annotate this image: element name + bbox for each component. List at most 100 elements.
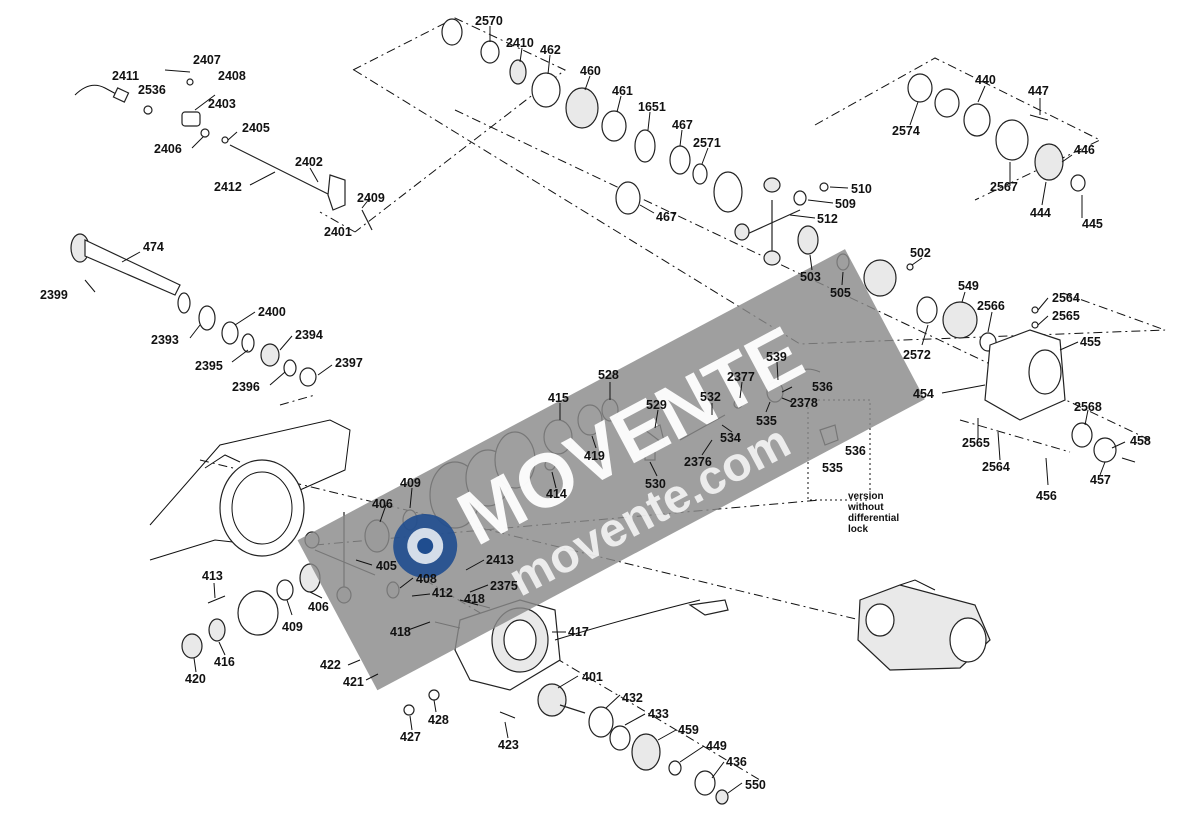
- callout-2396: 2396: [232, 380, 260, 394]
- callout-454: 454: [913, 387, 934, 401]
- note-line-1: version: [848, 491, 884, 502]
- lock-housing: [819, 306, 1136, 463]
- callout-457: 457: [1090, 473, 1111, 487]
- callout-459: 459: [678, 723, 699, 737]
- callout-512: 512: [817, 212, 838, 226]
- callout-408: 408: [416, 572, 437, 586]
- note-line-4: lock: [848, 524, 868, 535]
- callout-427: 427: [400, 730, 421, 744]
- version-note: version without differential lock: [847, 491, 899, 535]
- callout-535a: 535: [756, 414, 777, 428]
- upper-right-rings: [907, 73, 1086, 192]
- callout-444: 444: [1030, 206, 1051, 220]
- callout-415: 415: [548, 391, 569, 405]
- callout-446: 446: [1074, 143, 1095, 157]
- callout-2399: 2399: [40, 288, 68, 302]
- callout-401: 401: [582, 670, 603, 684]
- callout-422: 422: [320, 658, 341, 672]
- callout-405: 405: [376, 559, 397, 573]
- callout-455: 455: [1080, 335, 1101, 349]
- callout-2395: 2395: [195, 359, 223, 373]
- callout-418b: 418: [390, 625, 411, 639]
- callout-420: 420: [185, 672, 206, 686]
- callout-535b: 535: [822, 461, 843, 475]
- assembled-axle-view: [857, 579, 991, 671]
- watermark-band: [297, 249, 925, 691]
- callout-539: 539: [766, 350, 787, 364]
- callout-414: 414: [546, 487, 567, 501]
- watermark-logo: [393, 513, 458, 578]
- callout-2572: 2572: [903, 348, 931, 362]
- callout-421: 421: [343, 675, 364, 689]
- callout-2394: 2394: [295, 328, 323, 342]
- callout-503: 503: [800, 270, 821, 284]
- callout-502: 502: [910, 246, 931, 260]
- callout-509: 509: [835, 197, 856, 211]
- callout-2565b: 2565: [962, 436, 990, 450]
- note-line-3: differential: [848, 513, 899, 524]
- callout-416: 416: [214, 655, 235, 669]
- callout-2412: 2412: [214, 180, 242, 194]
- upper-row-parts: [441, 18, 743, 215]
- callout-433: 433: [648, 707, 669, 721]
- callout-461: 461: [612, 84, 633, 98]
- callout-2401: 2401: [324, 225, 352, 239]
- callout-2403: 2403: [208, 97, 236, 111]
- callout-423: 423: [498, 738, 519, 752]
- callout-2400: 2400: [258, 305, 286, 319]
- callout-2564a: 2564: [1052, 291, 1080, 305]
- callout-528: 528: [598, 368, 619, 382]
- callout-449: 449: [706, 739, 727, 753]
- callout-440: 440: [975, 73, 996, 87]
- callout-2568: 2568: [1074, 400, 1102, 414]
- callout-1651: 1651: [638, 100, 666, 114]
- callout-2574: 2574: [892, 124, 920, 138]
- callout-417: 417: [568, 625, 589, 639]
- callout-428: 428: [428, 713, 449, 727]
- callout-2571: 2571: [693, 136, 721, 150]
- callout-456: 456: [1036, 489, 1057, 503]
- callout-2413: 2413: [486, 553, 514, 567]
- callout-419: 419: [584, 449, 605, 463]
- callout-2564b: 2564: [982, 460, 1010, 474]
- callout-406a: 406: [372, 497, 393, 511]
- axle-housing-outline: [149, 419, 351, 561]
- callout-447: 447: [1028, 84, 1049, 98]
- callout-2410: 2410: [506, 36, 534, 50]
- callout-510: 510: [851, 182, 872, 196]
- note-line-2: without: [847, 502, 884, 513]
- callout-462: 462: [540, 43, 561, 57]
- callout-432: 432: [622, 691, 643, 705]
- callouts: 2570 2410 462 460 461 1651 467 2571 467 …: [40, 14, 1151, 792]
- callout-2376: 2376: [684, 455, 712, 469]
- callout-2567: 2567: [990, 180, 1018, 194]
- callout-2378: 2378: [790, 396, 818, 410]
- callout-536b: 536: [845, 444, 866, 458]
- callout-412: 412: [432, 586, 453, 600]
- callout-409a: 409: [400, 476, 421, 490]
- callout-550: 550: [745, 778, 766, 792]
- callout-458: 458: [1130, 434, 1151, 448]
- callout-2408: 2408: [218, 69, 246, 83]
- callout-505: 505: [830, 286, 851, 300]
- callout-2375: 2375: [490, 579, 518, 593]
- axle-shaft-474: [70, 233, 317, 387]
- upper-differential: [734, 177, 997, 352]
- callout-2536: 2536: [138, 83, 166, 97]
- callout-2402: 2402: [295, 155, 323, 169]
- callout-460: 460: [580, 64, 601, 78]
- callout-2411: 2411: [112, 69, 139, 83]
- callout-445: 445: [1082, 217, 1103, 231]
- callout-529: 529: [646, 398, 667, 412]
- callout-2565a: 2565: [1052, 309, 1080, 323]
- callout-474: 474: [143, 240, 164, 254]
- shift-shaft-assembly: [74, 69, 373, 231]
- callout-534: 534: [720, 431, 741, 445]
- callout-418a: 418: [464, 592, 485, 606]
- callout-536a: 536: [812, 380, 833, 394]
- callout-549: 549: [958, 279, 979, 293]
- callout-436: 436: [726, 755, 747, 769]
- callout-2393: 2393: [151, 333, 179, 347]
- callout-2570: 2570: [475, 14, 503, 28]
